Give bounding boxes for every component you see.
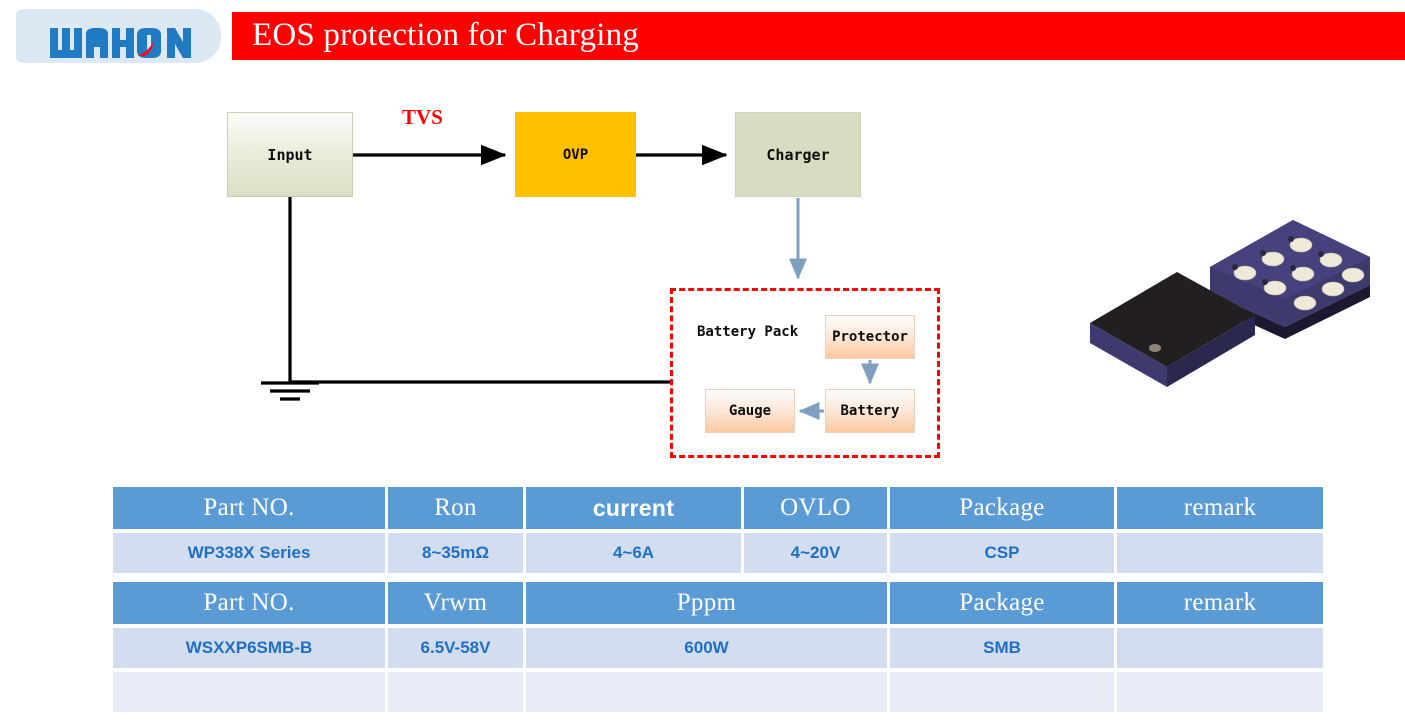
column-header-remark: remark <box>1117 487 1323 529</box>
table-row: WP338X Series 8~35mΩ 4~6A 4~20V CSP <box>113 533 1323 573</box>
column-header-ron: Ron <box>388 487 523 529</box>
cell-pppm <box>526 672 887 712</box>
diagram-wires <box>261 144 879 420</box>
cell-remark <box>1117 628 1323 668</box>
column-header-pppm: Pppm <box>526 582 887 624</box>
logo-container <box>16 9 221 63</box>
cell-package <box>890 672 1114 712</box>
csp-top-package <box>1090 272 1255 387</box>
column-header-vrwm: Vrwm <box>388 582 523 624</box>
column-header-ovlo: OVLO <box>744 487 887 529</box>
battery-pack-label: Battery Pack <box>697 324 799 340</box>
column-header-package: Package <box>890 487 1114 529</box>
cell-vrwm: 6.5V-58V <box>388 628 523 668</box>
title-banner: EOS protection for Charging <box>232 12 1405 60</box>
cell-ron: 8~35mΩ <box>388 533 523 573</box>
cell-part-no: WP338X Series <box>113 533 385 573</box>
cell-package: SMB <box>890 628 1114 668</box>
block-ovp[interactable]: OVP <box>515 112 636 197</box>
cell-part-no: WSXXP6SMB-B <box>113 628 385 668</box>
page-header: EOS protection for Charging <box>0 0 1405 70</box>
tvs-spec-table: Part NO. Vrwm Pppm Package remark WSXXP6… <box>110 582 1326 712</box>
wayon-logo-icon <box>50 28 191 58</box>
column-header-package: Package <box>890 582 1114 624</box>
column-header-remark: remark <box>1117 582 1323 624</box>
column-header-part-no: Part NO. <box>113 487 385 529</box>
row-spacer <box>113 624 1323 628</box>
block-battery[interactable]: Battery <box>825 389 915 433</box>
cell-ovlo: 4~20V <box>744 533 887 573</box>
table-row: WSXXP6SMB-B 6.5V-58V 600W SMB <box>113 628 1323 668</box>
cell-remark <box>1117 672 1323 712</box>
block-protector[interactable]: Protector <box>825 315 915 359</box>
cell-current: 4~6A <box>526 533 741 573</box>
cell-package: CSP <box>890 533 1114 573</box>
column-header-current: current <box>526 487 741 529</box>
cell-vrwm <box>388 672 523 712</box>
page-title: EOS protection for Charging <box>252 16 639 53</box>
table-row-empty <box>113 672 1323 712</box>
battery-pack-boundary <box>670 288 940 458</box>
table-header-row: Part NO. Vrwm Pppm Package remark <box>113 582 1323 624</box>
cell-remark <box>1117 533 1323 573</box>
block-gauge[interactable]: Gauge <box>705 389 795 433</box>
block-diagram: TVS Input OVP Charger Battery Pack Prote… <box>0 70 1405 480</box>
tvs-label: TVS <box>402 105 443 129</box>
row-spacer <box>113 668 1323 672</box>
block-input[interactable]: Input <box>227 112 353 197</box>
block-charger[interactable]: Charger <box>735 112 861 197</box>
cell-part-no <box>113 672 385 712</box>
table-header-row: Part NO. Ron current OVLO Package remark <box>113 487 1323 529</box>
ground-symbol <box>261 381 319 401</box>
row-spacer <box>113 529 1323 533</box>
ovp-spec-table: Part NO. Ron current OVLO Package remark… <box>110 487 1326 573</box>
csp-package-photo-icon <box>1090 220 1370 387</box>
column-header-part-no: Part NO. <box>113 582 385 624</box>
cell-pppm: 600W <box>526 628 887 668</box>
